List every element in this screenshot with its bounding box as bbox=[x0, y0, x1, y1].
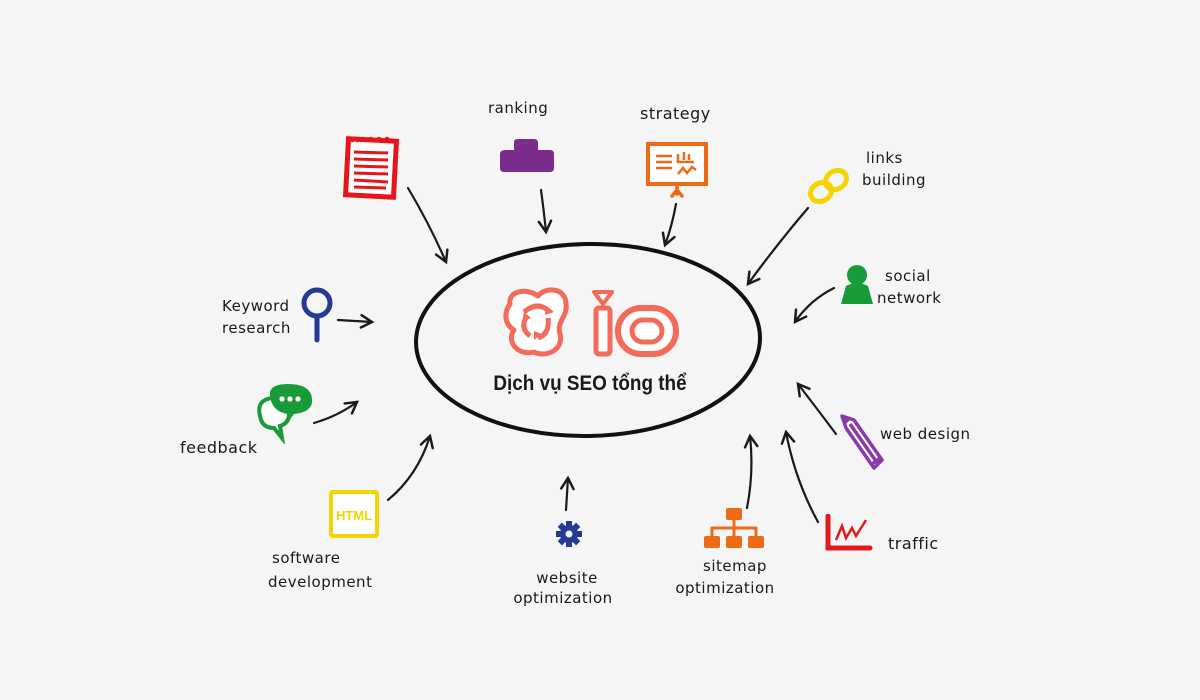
arrow-links bbox=[746, 206, 810, 287]
vio-logo-icon bbox=[503, 287, 679, 357]
node-strategy bbox=[644, 140, 710, 202]
node-links-building bbox=[806, 166, 852, 206]
center-logo bbox=[498, 282, 688, 362]
arrow-website bbox=[559, 475, 575, 512]
label-links: links bbox=[866, 149, 903, 167]
html-icon: HTML bbox=[329, 490, 379, 538]
gear-icon bbox=[556, 521, 582, 547]
chain-link-icon bbox=[807, 167, 850, 205]
arrow-keyword bbox=[336, 313, 375, 329]
notepad-icon bbox=[342, 136, 400, 200]
label-website-optimization: optimization bbox=[513, 589, 613, 607]
label-strategy: strategy bbox=[640, 104, 711, 123]
arrow-feedback bbox=[312, 400, 359, 425]
pencil-icon bbox=[840, 414, 884, 470]
svg-text:HTML: HTML bbox=[336, 508, 372, 523]
label-social: social bbox=[885, 267, 931, 285]
label-sitemap-optimization: optimization bbox=[675, 579, 775, 597]
label-software: software bbox=[272, 549, 341, 567]
chat-bubbles-icon bbox=[257, 384, 313, 446]
center-title: Dịch vụ SEO tổng thể bbox=[493, 372, 687, 395]
label-research: research bbox=[222, 319, 291, 337]
arrow-sitemap bbox=[743, 433, 759, 510]
label-web-design: web design bbox=[880, 425, 971, 443]
node-feedback bbox=[254, 382, 318, 446]
label-building: building bbox=[862, 171, 927, 189]
label-network: network bbox=[877, 289, 942, 307]
line-chart-icon bbox=[825, 513, 873, 551]
arrow-content bbox=[406, 186, 449, 265]
magnifier-icon bbox=[301, 287, 333, 343]
node-content bbox=[342, 130, 402, 200]
node-traffic bbox=[824, 513, 874, 554]
presentation-board-icon bbox=[646, 142, 708, 198]
node-keyword-research bbox=[300, 286, 334, 344]
label-website: website bbox=[536, 569, 598, 587]
arrow-strategy bbox=[661, 202, 678, 248]
node-social-network bbox=[840, 264, 874, 306]
label-keyword: Keyword bbox=[222, 297, 290, 315]
node-website-optimization bbox=[555, 520, 583, 548]
arrow-traffic bbox=[780, 429, 820, 524]
arrow-social bbox=[793, 286, 836, 325]
arrow-webdesign bbox=[796, 382, 838, 436]
label-development: development bbox=[268, 573, 373, 591]
sitemap-icon bbox=[704, 508, 764, 548]
label-traffic: traffic bbox=[888, 534, 939, 553]
node-sitemap bbox=[702, 508, 766, 550]
person-icon bbox=[841, 265, 873, 304]
label-feedback: feedback bbox=[180, 438, 258, 457]
center-ellipse bbox=[414, 241, 762, 439]
node-web-design bbox=[836, 412, 886, 474]
arrow-ranking bbox=[537, 188, 553, 235]
label-sitemap: sitemap bbox=[703, 557, 767, 575]
arrow-software bbox=[386, 433, 434, 502]
podium-icon bbox=[500, 139, 554, 172]
node-ranking bbox=[498, 138, 558, 178]
node-software-development: HTML bbox=[328, 489, 380, 539]
label-ranking: ranking bbox=[488, 99, 549, 117]
